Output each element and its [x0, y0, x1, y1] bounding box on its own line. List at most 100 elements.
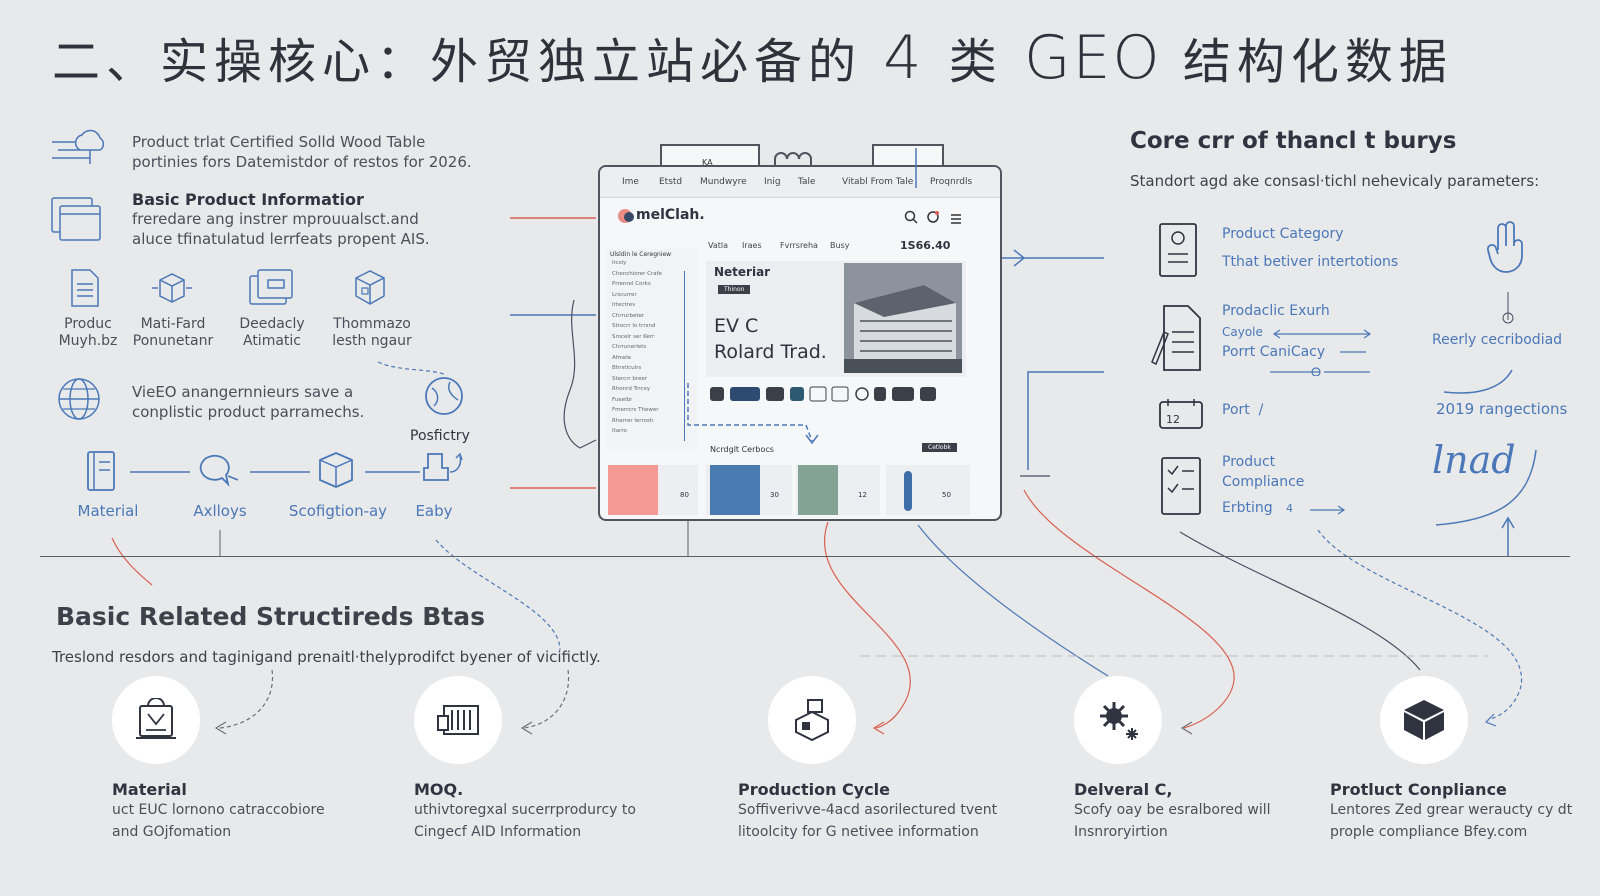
- clipboard-icon: [1156, 218, 1202, 280]
- sidebar-list-item[interactable]: Prrenrel Corks: [612, 281, 651, 287]
- bag-clipboard-icon: [136, 698, 176, 739]
- box-cube-icon: [316, 450, 356, 490]
- intro-text: Product trlat Certified Solld Wood Table…: [132, 133, 472, 171]
- row4-arrow-icon: [1310, 505, 1346, 515]
- right-row1-l1: Product Category: [1222, 226, 1344, 242]
- building-photo: [844, 263, 962, 373]
- thumb-2[interactable]: 30: [706, 465, 792, 515]
- sidebar-list-item[interactable]: Lrscurrer: [612, 291, 637, 298]
- hero-badge: Thinon: [718, 285, 751, 294]
- sidebar-list-item[interactable]: Ircsly: [612, 260, 627, 266]
- subnav-item[interactable]: Busy: [830, 241, 850, 250]
- document-pen-icon: [1150, 302, 1206, 374]
- right-row2-l1: Prodaclic Exurh: [1222, 303, 1330, 319]
- price-value: 1S66.40: [900, 239, 951, 252]
- basic-info-title: Basic Product Informatior: [132, 190, 364, 209]
- checklist-icon: [1158, 456, 1204, 516]
- thumb-4[interactable]: 50: [886, 465, 970, 515]
- sidebar-title: Ulsldin le Ceregniew: [610, 251, 672, 258]
- side-text-1: Reerly cecribodiad: [1432, 332, 1563, 348]
- nav-item[interactable]: Vitabl From Tale: [842, 177, 914, 187]
- svg-text:12: 12: [1166, 413, 1180, 426]
- sidebar-list-item[interactable]: Chenchiorer Crafe: [612, 270, 662, 277]
- sidebar-list-item[interactable]: Srocelr ser Kerr: [612, 333, 655, 340]
- production-circle: [768, 676, 856, 764]
- flow-label-alloys: Axlloys: [193, 502, 247, 520]
- sidebar-scroll-line: [684, 271, 685, 441]
- sidebar-list-item[interactable]: Afmele: [612, 354, 632, 361]
- brand-name[interactable]: melClah.: [636, 207, 705, 223]
- mock-top-nav: Ime Etstd Mundwyre Inig Tale Vitabl From…: [600, 167, 1000, 198]
- flow-label-eaby: Eaby: [415, 502, 453, 520]
- chat-bubbles-icon: [194, 450, 242, 490]
- right-row2-l2: Cayole: [1222, 325, 1263, 339]
- globe-icon: [56, 376, 102, 422]
- nav-item[interactable]: Tale: [798, 177, 816, 187]
- thumb-1[interactable]: 80: [608, 465, 698, 515]
- right-row3-l1: Port /: [1222, 402, 1264, 418]
- sidebar-list-item[interactable]: Fmerrcrs Thewer: [612, 407, 659, 413]
- nav-badge: KA: [702, 158, 713, 167]
- brand-logo-dot: [624, 212, 634, 222]
- flow-label-material: Material: [77, 502, 139, 520]
- document-icon: [68, 268, 102, 308]
- nav-item[interactable]: Mundwyre: [700, 177, 747, 187]
- search-icon[interactable]: [904, 209, 918, 228]
- solid-cube-icon: [1404, 700, 1444, 740]
- nav-item[interactable]: Proqnrdls: [930, 177, 973, 187]
- subnav-item[interactable]: Fvrrsreha: [780, 241, 818, 250]
- machine-box-icon: [795, 699, 829, 742]
- sidebar-list-item[interactable]: Bhrsticulrs: [612, 365, 642, 371]
- sidebar-list-item[interactable]: Stercrr breer: [612, 375, 648, 382]
- nav-item[interactable]: Ime: [622, 177, 639, 187]
- moq-circle: [414, 676, 502, 764]
- subnav-item[interactable]: Iraes: [742, 241, 762, 250]
- section-button[interactable]: Cetlobk: [922, 443, 957, 452]
- package-tag-icon: [150, 268, 194, 308]
- delivery-circle: [1074, 676, 1162, 764]
- flow-top-label: Posfictry: [410, 428, 470, 444]
- subnav-item[interactable]: Vatla: [708, 241, 729, 250]
- thumb-3[interactable]: 12: [796, 465, 880, 515]
- right-row4-l3: Erbting 4: [1222, 500, 1293, 516]
- menu-icon[interactable]: [950, 210, 962, 229]
- right-title: Core crr of thancl t burys: [1130, 128, 1457, 154]
- sidebar-list-item[interactable]: Itarro: [612, 428, 627, 434]
- feature-icon-strip: [710, 385, 960, 407]
- section-label: Ncrdglt Cerbocs: [710, 445, 774, 454]
- nav-item[interactable]: Etstd: [659, 177, 683, 187]
- right-row2-arrows: [1270, 329, 1372, 376]
- right-subtitle: Standort agd ake consasl·tichl nehevical…: [1130, 172, 1540, 190]
- nav-item[interactable]: Inig: [764, 177, 781, 187]
- basic-info-block: Basic Product Informatior freredare ang …: [132, 190, 430, 249]
- window-clip-icon: [773, 151, 817, 173]
- compliance-circle: [1380, 676, 1468, 764]
- sidebar-list-item[interactable]: Strocrr lo trrsnd: [612, 323, 656, 329]
- side-text-2: 2019 rangections: [1436, 400, 1568, 418]
- calendar-icon: 12: [1158, 398, 1204, 430]
- flow-label-scofigtion: Scofigtion-ay: [288, 502, 388, 520]
- hand-pointer-icon: [1486, 220, 1528, 274]
- sidebar-list-item[interactable]: Chrrurbeter: [612, 312, 645, 319]
- mock-blue-pointer: [915, 148, 917, 188]
- section-divider: [40, 556, 1570, 557]
- right-row1-l2: Tthat betiver intertotions: [1222, 254, 1399, 270]
- sidebar-list-item[interactable]: Fueelbr: [612, 396, 633, 403]
- sidebar-list-item[interactable]: Rherrer lerrosh: [612, 417, 654, 424]
- cube-box-icon: [350, 268, 390, 308]
- sidebar-list-item[interactable]: Irtectrev: [612, 302, 636, 308]
- sidebar-list-item[interactable]: Chrrunerlets: [612, 344, 647, 350]
- sidebar-list-item[interactable]: Rhonrd Trrcey: [612, 386, 651, 392]
- refresh-icon[interactable]: [926, 209, 940, 228]
- container-icon: [437, 705, 479, 735]
